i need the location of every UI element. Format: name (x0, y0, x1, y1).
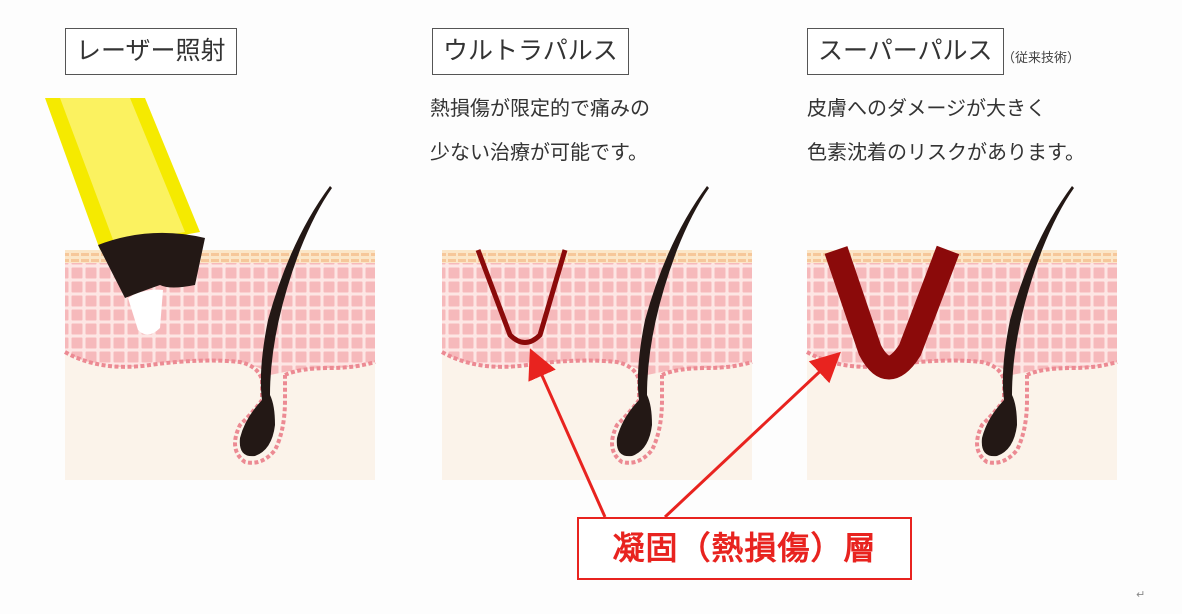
conventional-tech-note: （従来技術） (1002, 51, 1081, 66)
arrow-to-superpulse (663, 351, 841, 519)
superpulse-desc-line-1: 皮膚へのダメージが大きく (807, 96, 1046, 120)
coagulation-layer-label: 凝固（熱損傷）層 (577, 517, 912, 580)
laser-handpiece (45, 98, 205, 335)
coagulation-zone-thin (475, 249, 568, 345)
superpulse-desc-line-2: 色素沈着のリスクがあります。 (807, 140, 1085, 164)
panel-title-laser: レーザー照射 (65, 28, 237, 75)
arrow-to-ultrapulse (528, 348, 607, 518)
hair-icon (981, 186, 1074, 457)
hair-icon (239, 186, 332, 457)
ultrapulse-desc-line-2: 少ない治療が可能です。 (430, 140, 648, 164)
ultrapulse-desc-line-1: 熱損傷が限定的で痛みの (430, 96, 650, 120)
paragraph-mark: ↵ (1136, 588, 1146, 601)
panel-title-superpulse: スーパーパルス (807, 28, 1004, 75)
skin-panel-2 (441, 186, 753, 480)
coagulation-zone-thick (824, 245, 960, 380)
panel-title-ultrapulse: ウルトラパルス (432, 28, 629, 75)
hair-icon (616, 186, 709, 457)
